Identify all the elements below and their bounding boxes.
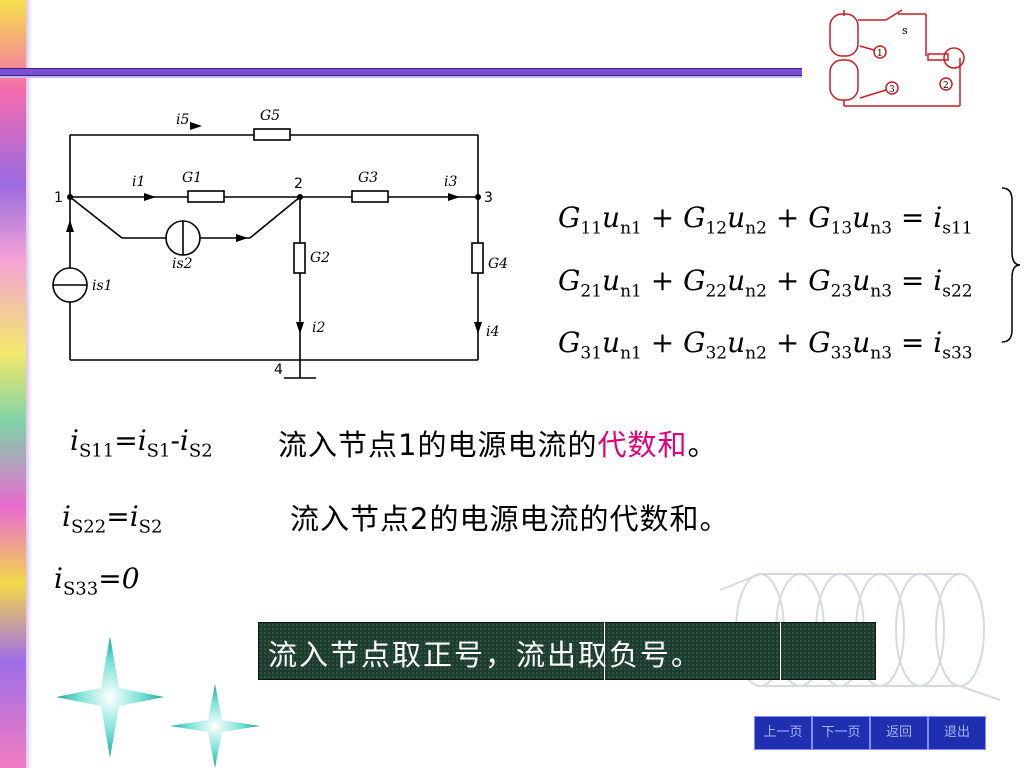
title-rule [0, 68, 802, 76]
equation-row-2: G21un1 + G22un2 + G23un3 = is22 [558, 263, 973, 302]
circuit-diagram: i5 G5 i1 G1 G3 i3 is2 G2 G4 is1 i2 i4 1 … [52, 108, 508, 379]
label-G5: G5 [260, 108, 280, 124]
thumb-label-3: 3 [889, 85, 895, 95]
decorative-star-large [56, 636, 164, 758]
node-label-3: 3 [484, 190, 493, 206]
node-label-4: 4 [274, 362, 283, 378]
sign-rule-text: 流入节点取正号，流出取负号。 [268, 638, 703, 672]
label-G3: G3 [358, 170, 378, 186]
background-coil-watermark [719, 573, 1001, 701]
thumb-label-s: s [902, 24, 908, 37]
title-rule-highlight [0, 76, 802, 78]
thumb-label-2: 2 [943, 81, 949, 91]
equation-row-3: G31un1 + G32un2 + G33un3 = is33 [558, 326, 973, 364]
label-G1: G1 [182, 170, 202, 186]
equation-row-1: G11un1 + G12un2 + G13un3 = is11 [558, 201, 973, 239]
node-label-2: 2 [294, 176, 303, 192]
left-strip-shade [26, 0, 32, 768]
label-i3: i3 [444, 174, 457, 190]
label-G4: G4 [488, 256, 508, 272]
decorative-star-small [170, 684, 260, 768]
label-i1: i1 [132, 174, 145, 190]
is11-description: 流入节点1的电源电流的代数和。 [278, 428, 718, 462]
node-label-1: 1 [54, 190, 63, 206]
sign-rule-box [258, 622, 876, 680]
label-i4: i4 [486, 324, 499, 340]
node-equations: G11un1 + G12un2 + G13un3 = is11 G21un1 +… [558, 192, 973, 380]
apparatus-thumbnail: s 1 3 2 [829, 9, 965, 107]
algebraic-sum-highlight: 代数和 [597, 428, 688, 462]
label-i2: i2 [312, 320, 325, 336]
prev-page-button[interactable]: 上一页 [754, 716, 812, 750]
rule-box-divider-1 [604, 622, 605, 680]
thumb-label-1: 1 [877, 49, 883, 59]
back-button[interactable]: 返回 [870, 716, 928, 750]
is33-definition: iS33=0 [54, 562, 140, 600]
label-is1: is1 [92, 278, 113, 294]
label-G2: G2 [310, 250, 330, 266]
is22-definition: iS22=iS2 [62, 500, 163, 538]
label-is2: is2 [172, 256, 193, 272]
left-decorative-strip [0, 0, 26, 768]
is11-definition: iS11=iS1-iS2 [70, 424, 213, 462]
label-i5: i5 [176, 112, 189, 128]
exit-button[interactable]: 退出 [928, 716, 986, 750]
next-page-button[interactable]: 下一页 [812, 716, 870, 750]
rule-box-divider-2 [780, 622, 781, 680]
equation-brace [1001, 187, 1021, 343]
is22-description: 流入节点2的电源电流的代数和。 [290, 502, 730, 536]
